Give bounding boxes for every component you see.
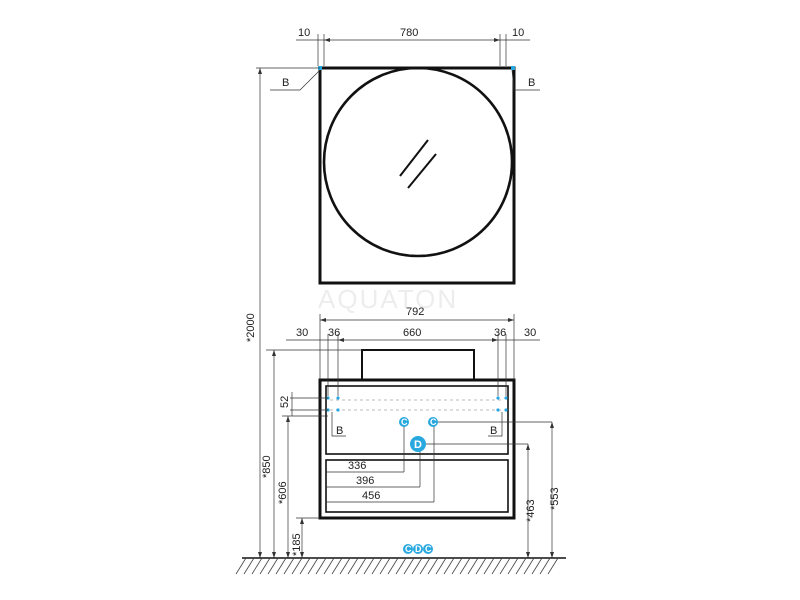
dim-h463: *463: [525, 499, 537, 522]
dim-h553: *553: [549, 487, 561, 510]
watermark: AQUATON: [318, 284, 458, 314]
floor-hatching: [235, 557, 559, 575]
hatch-line: [435, 557, 447, 575]
hatch-line: [515, 557, 527, 575]
cabinet-dim-456: 456: [362, 490, 380, 502]
hatch-line: [539, 557, 551, 575]
cabinet-label-b-right: B: [490, 425, 497, 437]
basin: [361, 349, 475, 381]
bracket-point-r4: [504, 408, 508, 412]
hatch-line: [299, 557, 311, 575]
hatch-line: [371, 557, 383, 575]
dim-h850: *850: [261, 455, 273, 478]
marker-c-left: [399, 417, 409, 427]
mirror-circle: [322, 66, 514, 258]
hatch-line: [379, 557, 391, 575]
cabinet-dim-inner-right: 36: [494, 327, 506, 339]
dim-h606: *606: [277, 481, 289, 504]
cabinet-label-b-left: B: [336, 425, 343, 437]
hatch-line: [531, 557, 543, 575]
hatch-line: [323, 557, 335, 575]
hatch-line: [491, 557, 503, 575]
hatch-line: [307, 557, 319, 575]
hatch-line: [251, 557, 263, 575]
hatch-line: [235, 557, 247, 575]
hatch-line: [411, 557, 423, 575]
cabinet-dim-outer-right: 30: [524, 327, 536, 339]
hatch-line: [331, 557, 343, 575]
connection-markers: C C D C D C: [399, 417, 552, 554]
mirror-mount-right: [511, 66, 515, 70]
hatch-line: [395, 557, 407, 575]
hatch-line: [291, 557, 303, 575]
hatch-line: [363, 557, 375, 575]
cabinet-dim-336: 336: [348, 460, 366, 472]
bracket-point-r1: [496, 396, 500, 400]
hatch-line: [403, 557, 415, 575]
mirror-dimensions: 10 780 10 B B: [270, 27, 540, 91]
floor-marker-c-right: [423, 544, 433, 554]
hatch-line: [339, 557, 351, 575]
mirror-glare-1: [399, 139, 429, 177]
hatch-line: [523, 557, 535, 575]
hatch-line: [347, 557, 359, 575]
marker-c-left-label: C: [401, 417, 408, 427]
marker-d: [410, 436, 426, 452]
cabinet-dimensions: 792 30 36 660 36 30 52 B B 336 396 456: [279, 306, 540, 503]
bracket-point-r2: [504, 396, 508, 400]
marker-c-right-label: C: [430, 417, 437, 427]
mirror-label-b-right: B: [528, 77, 535, 89]
cabinet-dim-basin-width: 660: [403, 327, 421, 339]
hatch-line: [267, 557, 279, 575]
dim-h185: *185: [291, 533, 303, 556]
mirror-drawing: [318, 66, 516, 285]
hatch-line: [483, 557, 495, 575]
floor: [235, 557, 566, 575]
hatch-line: [451, 557, 463, 575]
hatch-line: [419, 557, 431, 575]
cabinet-drawing: [318, 349, 516, 520]
mirror-dim-width: 780: [400, 27, 418, 39]
hatch-line: [499, 557, 511, 575]
hatch-line: [259, 557, 271, 575]
floor-marker-c-left: [403, 544, 413, 554]
cabinet-frame: [318, 378, 516, 520]
marker-d-label: D: [414, 439, 422, 451]
cabinet-dim-total-width: 792: [406, 306, 424, 318]
cabinet-dim-inner-left: 36: [328, 327, 340, 339]
mirror-label-b-left: B: [282, 77, 289, 89]
vertical-dimensions: *2000 *850 *606 *185 *553 *463: [245, 67, 561, 558]
floor-marker-c-right-label: C: [425, 544, 432, 554]
hatch-line: [427, 557, 439, 575]
upper-drawer: [325, 385, 509, 455]
hatch-line: [315, 557, 327, 575]
cabinet-dim-outer-left: 30: [296, 327, 308, 339]
hatch-line: [547, 557, 559, 575]
marker-c-right: [428, 417, 438, 427]
hatch-line: [507, 557, 519, 575]
hatch-line: [355, 557, 367, 575]
mirror-dim-left-gap: 10: [298, 27, 310, 39]
cabinet-dim-396: 396: [356, 475, 374, 487]
lower-drawer: [325, 459, 509, 513]
mirror-glare-2: [407, 153, 437, 189]
bracket-point-r3: [496, 408, 500, 412]
dim-total-height: *2000: [245, 313, 257, 342]
hatch-line: [459, 557, 471, 575]
floor-marker-d-label: D: [415, 544, 422, 554]
hatch-line: [475, 557, 487, 575]
bracket-point-l2: [336, 396, 340, 400]
hatch-line: [243, 557, 255, 575]
hatch-line: [443, 557, 455, 575]
hatch-line: [387, 557, 399, 575]
hatch-line: [275, 557, 287, 575]
mirror-dim-right-gap: 10: [512, 27, 524, 39]
bracket-point-l4: [336, 408, 340, 412]
floor-marker-d: [413, 544, 423, 554]
floor-marker-c-left-label: C: [405, 544, 412, 554]
cabinet-dim-bracket-spacing: 52: [279, 396, 291, 408]
hatch-line: [467, 557, 479, 575]
hatch-line: [283, 557, 295, 575]
